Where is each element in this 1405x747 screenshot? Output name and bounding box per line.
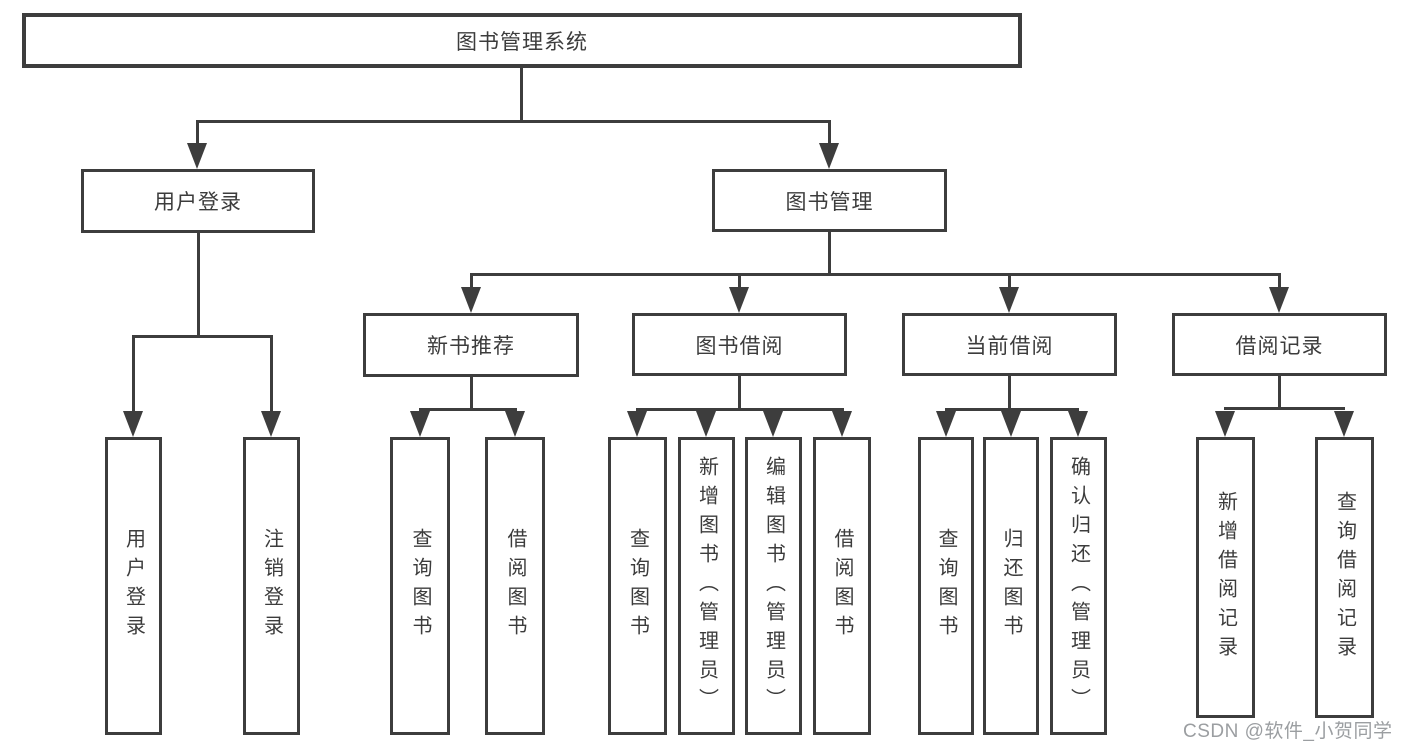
connector-user-login-stem bbox=[197, 233, 200, 335]
node-book-management: 图书管理 bbox=[712, 169, 947, 232]
connector-to-borrowing-records bbox=[1278, 273, 1281, 288]
arrowhead-down-icon bbox=[261, 411, 281, 437]
leaf-borrow-books: 借阅图书 bbox=[813, 437, 871, 735]
leaf-add-borrow-record: 新增借阅记录 bbox=[1196, 437, 1255, 718]
connector-book-borrowing-stem bbox=[738, 376, 741, 408]
arrowhead-down-icon bbox=[1001, 411, 1021, 437]
arrowhead-down-icon bbox=[763, 411, 783, 437]
node-book-borrowing: 图书借阅 bbox=[632, 313, 847, 376]
arrowhead-down-icon bbox=[505, 411, 525, 437]
arrowhead-down-icon bbox=[1334, 411, 1354, 437]
connector-to-book-management bbox=[828, 120, 831, 146]
leaf-user-login: 用户登录 bbox=[105, 437, 162, 735]
leaf-confirm-return-admin-label: 确认归还（管理员） bbox=[1067, 455, 1090, 717]
leaf-confirm-return-admin: 确认归还（管理员） bbox=[1050, 437, 1107, 735]
connector-to-user-login bbox=[196, 120, 199, 146]
node-user-login: 用户登录 bbox=[81, 169, 315, 233]
leaf-query-books-recommend: 查询图书 bbox=[390, 437, 450, 735]
node-borrowing-records: 借阅记录 bbox=[1172, 313, 1387, 376]
leaf-logout-label: 注销登录 bbox=[260, 528, 283, 644]
leaf-query-books-borrowing-label: 查询图书 bbox=[626, 528, 649, 644]
leaf-user-login-label: 用户登录 bbox=[122, 528, 145, 644]
leaf-edit-books-admin: 编辑图书（管理员） bbox=[745, 437, 802, 735]
arrowhead-down-icon bbox=[1215, 411, 1235, 437]
connector-to-leaf-user-login bbox=[132, 335, 135, 413]
leaf-add-books-admin: 新增图书（管理员） bbox=[678, 437, 735, 735]
arrowhead-down-icon bbox=[936, 411, 956, 437]
leaf-query-borrow-record-label: 查询借阅记录 bbox=[1333, 490, 1356, 665]
arrowhead-down-icon bbox=[1269, 287, 1289, 313]
node-current-borrowing: 当前借阅 bbox=[902, 313, 1117, 376]
leaf-query-books-recommend-label: 查询图书 bbox=[409, 528, 431, 644]
leaf-borrow-books-label: 借阅图书 bbox=[831, 528, 853, 644]
connector-borrowing-records-stem bbox=[1278, 376, 1281, 407]
leaf-borrow-books-recommend: 借阅图书 bbox=[485, 437, 545, 735]
connector-new-book-hline bbox=[419, 408, 517, 411]
arrowhead-down-icon bbox=[461, 287, 481, 313]
connector-root-stem bbox=[520, 68, 523, 121]
arrowhead-down-icon bbox=[187, 143, 207, 169]
leaf-logout: 注销登录 bbox=[243, 437, 300, 735]
connector-to-leaf-logout bbox=[270, 335, 273, 413]
connector-current-borrowing-stem bbox=[1008, 376, 1011, 408]
connector-book-management-stem bbox=[828, 232, 831, 273]
connector-user-login-hline bbox=[132, 335, 272, 338]
arrowhead-down-icon bbox=[999, 287, 1019, 313]
arrowhead-down-icon bbox=[832, 411, 852, 437]
connector-new-book-stem bbox=[470, 377, 473, 408]
connector-to-new-book bbox=[470, 273, 473, 288]
connector-borrowing-records-hline bbox=[1224, 407, 1345, 410]
watermark-csdn: CSDN @软件_小贺同学 bbox=[1183, 721, 1393, 742]
leaf-add-borrow-record-label: 新增借阅记录 bbox=[1214, 490, 1237, 665]
arrowhead-down-icon bbox=[1068, 411, 1088, 437]
connector-current-borrowing-hline bbox=[945, 408, 1079, 411]
leaf-query-borrow-record: 查询借阅记录 bbox=[1315, 437, 1374, 718]
leaf-return-books-label: 归还图书 bbox=[1000, 528, 1022, 644]
leaf-edit-books-admin-label: 编辑图书（管理员） bbox=[762, 455, 785, 717]
arrowhead-down-icon bbox=[819, 143, 839, 169]
leaf-query-books-borrowing: 查询图书 bbox=[608, 437, 667, 735]
connector-root-hline bbox=[196, 120, 831, 123]
node-new-book-recommendation: 新书推荐 bbox=[363, 313, 579, 377]
arrowhead-down-icon bbox=[627, 411, 647, 437]
connector-to-book-borrowing bbox=[738, 273, 741, 288]
leaf-query-books-current-label: 查询图书 bbox=[935, 528, 957, 644]
leaf-borrow-books-recommend-label: 借阅图书 bbox=[504, 528, 526, 644]
connector-book-management-hline bbox=[470, 273, 1281, 276]
node-library-management-system: 图书管理系统 bbox=[22, 13, 1022, 68]
leaf-add-books-admin-label: 新增图书（管理员） bbox=[695, 455, 718, 717]
arrowhead-down-icon bbox=[410, 411, 430, 437]
arrowhead-down-icon bbox=[696, 411, 716, 437]
connector-to-current-borrowing bbox=[1008, 273, 1011, 288]
arrowhead-down-icon bbox=[729, 287, 749, 313]
connector-book-borrowing-hline bbox=[636, 408, 844, 411]
arrowhead-down-icon bbox=[123, 411, 143, 437]
leaf-query-books-current: 查询图书 bbox=[918, 437, 974, 735]
leaf-return-books: 归还图书 bbox=[983, 437, 1039, 735]
